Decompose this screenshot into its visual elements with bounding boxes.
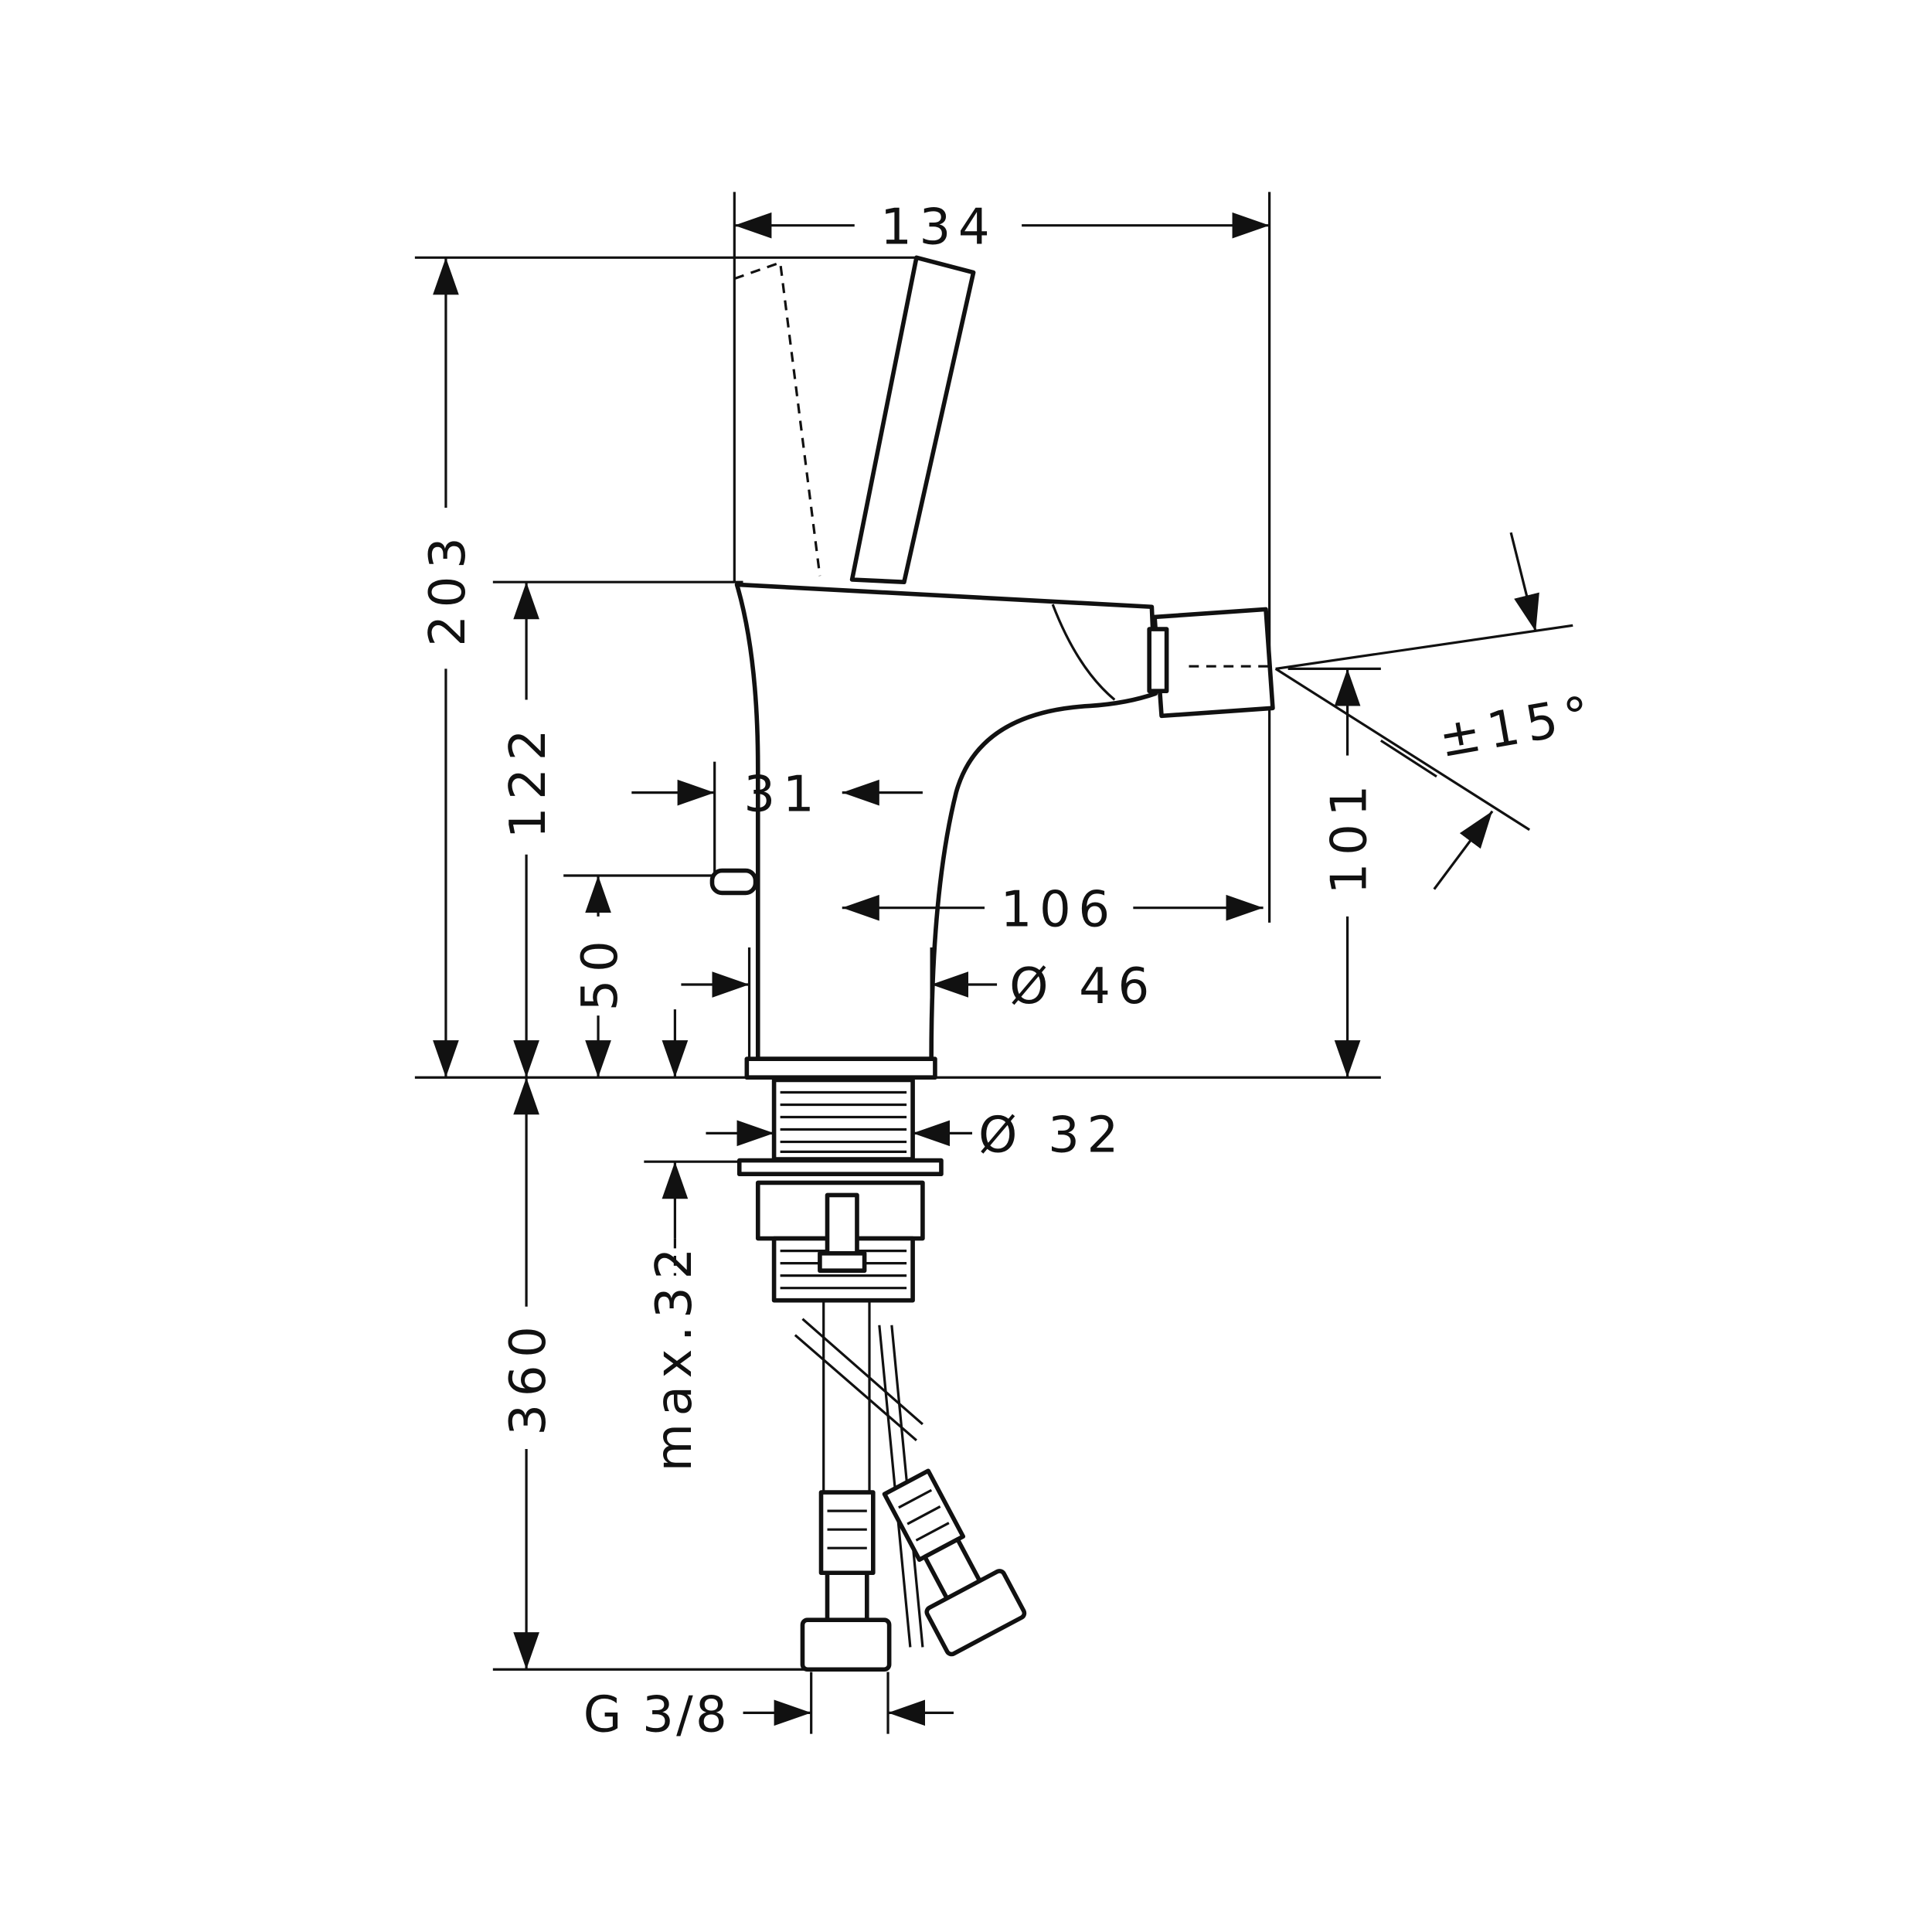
spout-nozzle xyxy=(1152,607,1275,719)
dim-max-32: max.32 xyxy=(646,1240,703,1471)
dim-31: 31 xyxy=(743,767,821,824)
washer xyxy=(736,1158,944,1177)
dim-360: 360 xyxy=(500,1318,557,1435)
supply-hoses xyxy=(794,1300,1027,1672)
dim-106: 106 xyxy=(1001,882,1117,939)
base-ring xyxy=(744,1056,937,1080)
dim-203: 203 xyxy=(420,530,477,647)
popup-rod xyxy=(709,868,758,896)
dim-134: 134 xyxy=(880,199,997,257)
dim-101: 101 xyxy=(1321,777,1379,894)
faucet-body xyxy=(709,255,1275,1303)
dim-g-3-8: G 3/8 xyxy=(583,1686,730,1743)
hose-nut-right xyxy=(924,1569,1027,1657)
dimension-lines xyxy=(433,212,1539,1726)
dim-diameter-32: Ø 32 xyxy=(978,1107,1126,1164)
lever-handle xyxy=(849,255,976,585)
dim-50: 50 xyxy=(572,934,629,1012)
hose-nut-left xyxy=(800,1617,892,1672)
dim-122: 122 xyxy=(500,722,557,838)
dim-diameter-46: Ø 46 xyxy=(1009,958,1157,1015)
dim-swivel-15: ±15° xyxy=(1435,685,1602,770)
thread-lines xyxy=(780,1090,907,1153)
lever-alt-position xyxy=(733,260,821,577)
